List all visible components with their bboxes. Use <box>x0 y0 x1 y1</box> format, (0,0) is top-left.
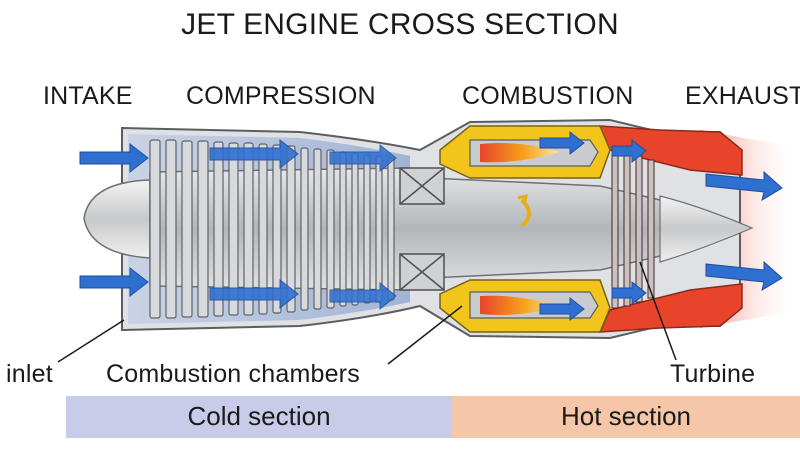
hot-section-bar: Hot section <box>452 396 800 438</box>
airflow-arrows <box>79 130 783 322</box>
callout-inlet: inlet <box>6 360 53 388</box>
exhaust-cone <box>659 195 754 263</box>
combustion-chamber-top <box>439 125 611 179</box>
leader-lines <box>57 261 677 365</box>
stage-label-exhaust: EXHAUST <box>685 82 800 110</box>
combustion-chamber-bottom <box>439 279 611 333</box>
hot-casing-bottom <box>598 283 743 333</box>
rotation-arrow-icon <box>517 193 531 228</box>
hot-section-label: Hot section <box>560 401 692 431</box>
stage-label-intake: INTAKE <box>43 82 133 110</box>
diagram-title: JET ENGINE CROSS SECTION <box>181 8 619 41</box>
nose-cone <box>83 179 151 259</box>
stage-label-compression: COMPRESSION <box>186 82 376 110</box>
cold-section-label: Cold section <box>187 401 331 431</box>
callout-turbine: Turbine <box>670 360 756 388</box>
stage-label-combustion: COMBUSTION <box>462 82 634 110</box>
compressor-blades <box>149 139 395 319</box>
cold-section-bar: Cold section <box>66 396 452 438</box>
diffuser <box>399 167 445 291</box>
callout-combustion-chambers: Combustion chambers <box>106 360 360 388</box>
